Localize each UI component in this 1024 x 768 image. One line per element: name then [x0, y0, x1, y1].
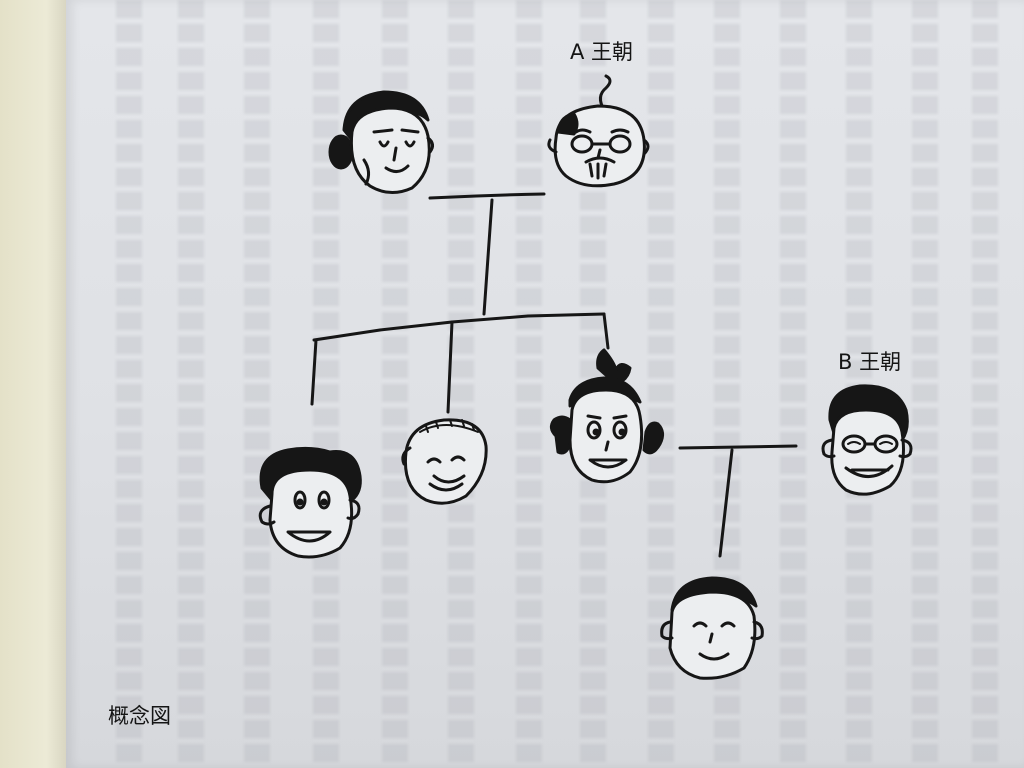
dynasty-b-label: B 王朝 — [838, 350, 902, 374]
bleed-through-text — [912, 0, 938, 768]
face-child-3 — [549, 348, 665, 484]
parents-a-stem — [482, 198, 494, 316]
bleed-through-text — [244, 0, 270, 768]
book-page-margin — [0, 0, 66, 768]
face-dynasty-a-mother — [328, 90, 435, 194]
bleed-through-text — [516, 0, 542, 768]
child-1-drop — [310, 338, 318, 406]
children-a-bar — [312, 312, 606, 342]
bleed-through-text — [846, 0, 872, 768]
parents-b-bar — [678, 444, 798, 450]
figure-caption: 概念図 — [108, 704, 171, 728]
face-child-2 — [401, 418, 488, 505]
bleed-through-text — [972, 0, 998, 768]
face-dynasty-a-father — [547, 74, 650, 188]
dynasty-a-label: A 王朝 — [570, 40, 634, 64]
bleed-through-text — [313, 0, 339, 768]
bleed-through-text — [116, 0, 142, 768]
bleed-through-text — [780, 0, 806, 768]
tree-lines — [310, 192, 798, 558]
face-child-1 — [258, 446, 362, 559]
parents-a-bar — [428, 192, 546, 200]
book-page — [66, 0, 1024, 768]
bleed-through-text — [178, 0, 204, 768]
child-3-drop — [602, 312, 610, 350]
bleed-through-text — [448, 0, 474, 768]
face-dynasty-b-child — [660, 576, 764, 680]
child-2-drop — [446, 320, 454, 414]
parents-b-stem — [718, 448, 734, 558]
face-dynasty-b-father — [821, 384, 913, 496]
